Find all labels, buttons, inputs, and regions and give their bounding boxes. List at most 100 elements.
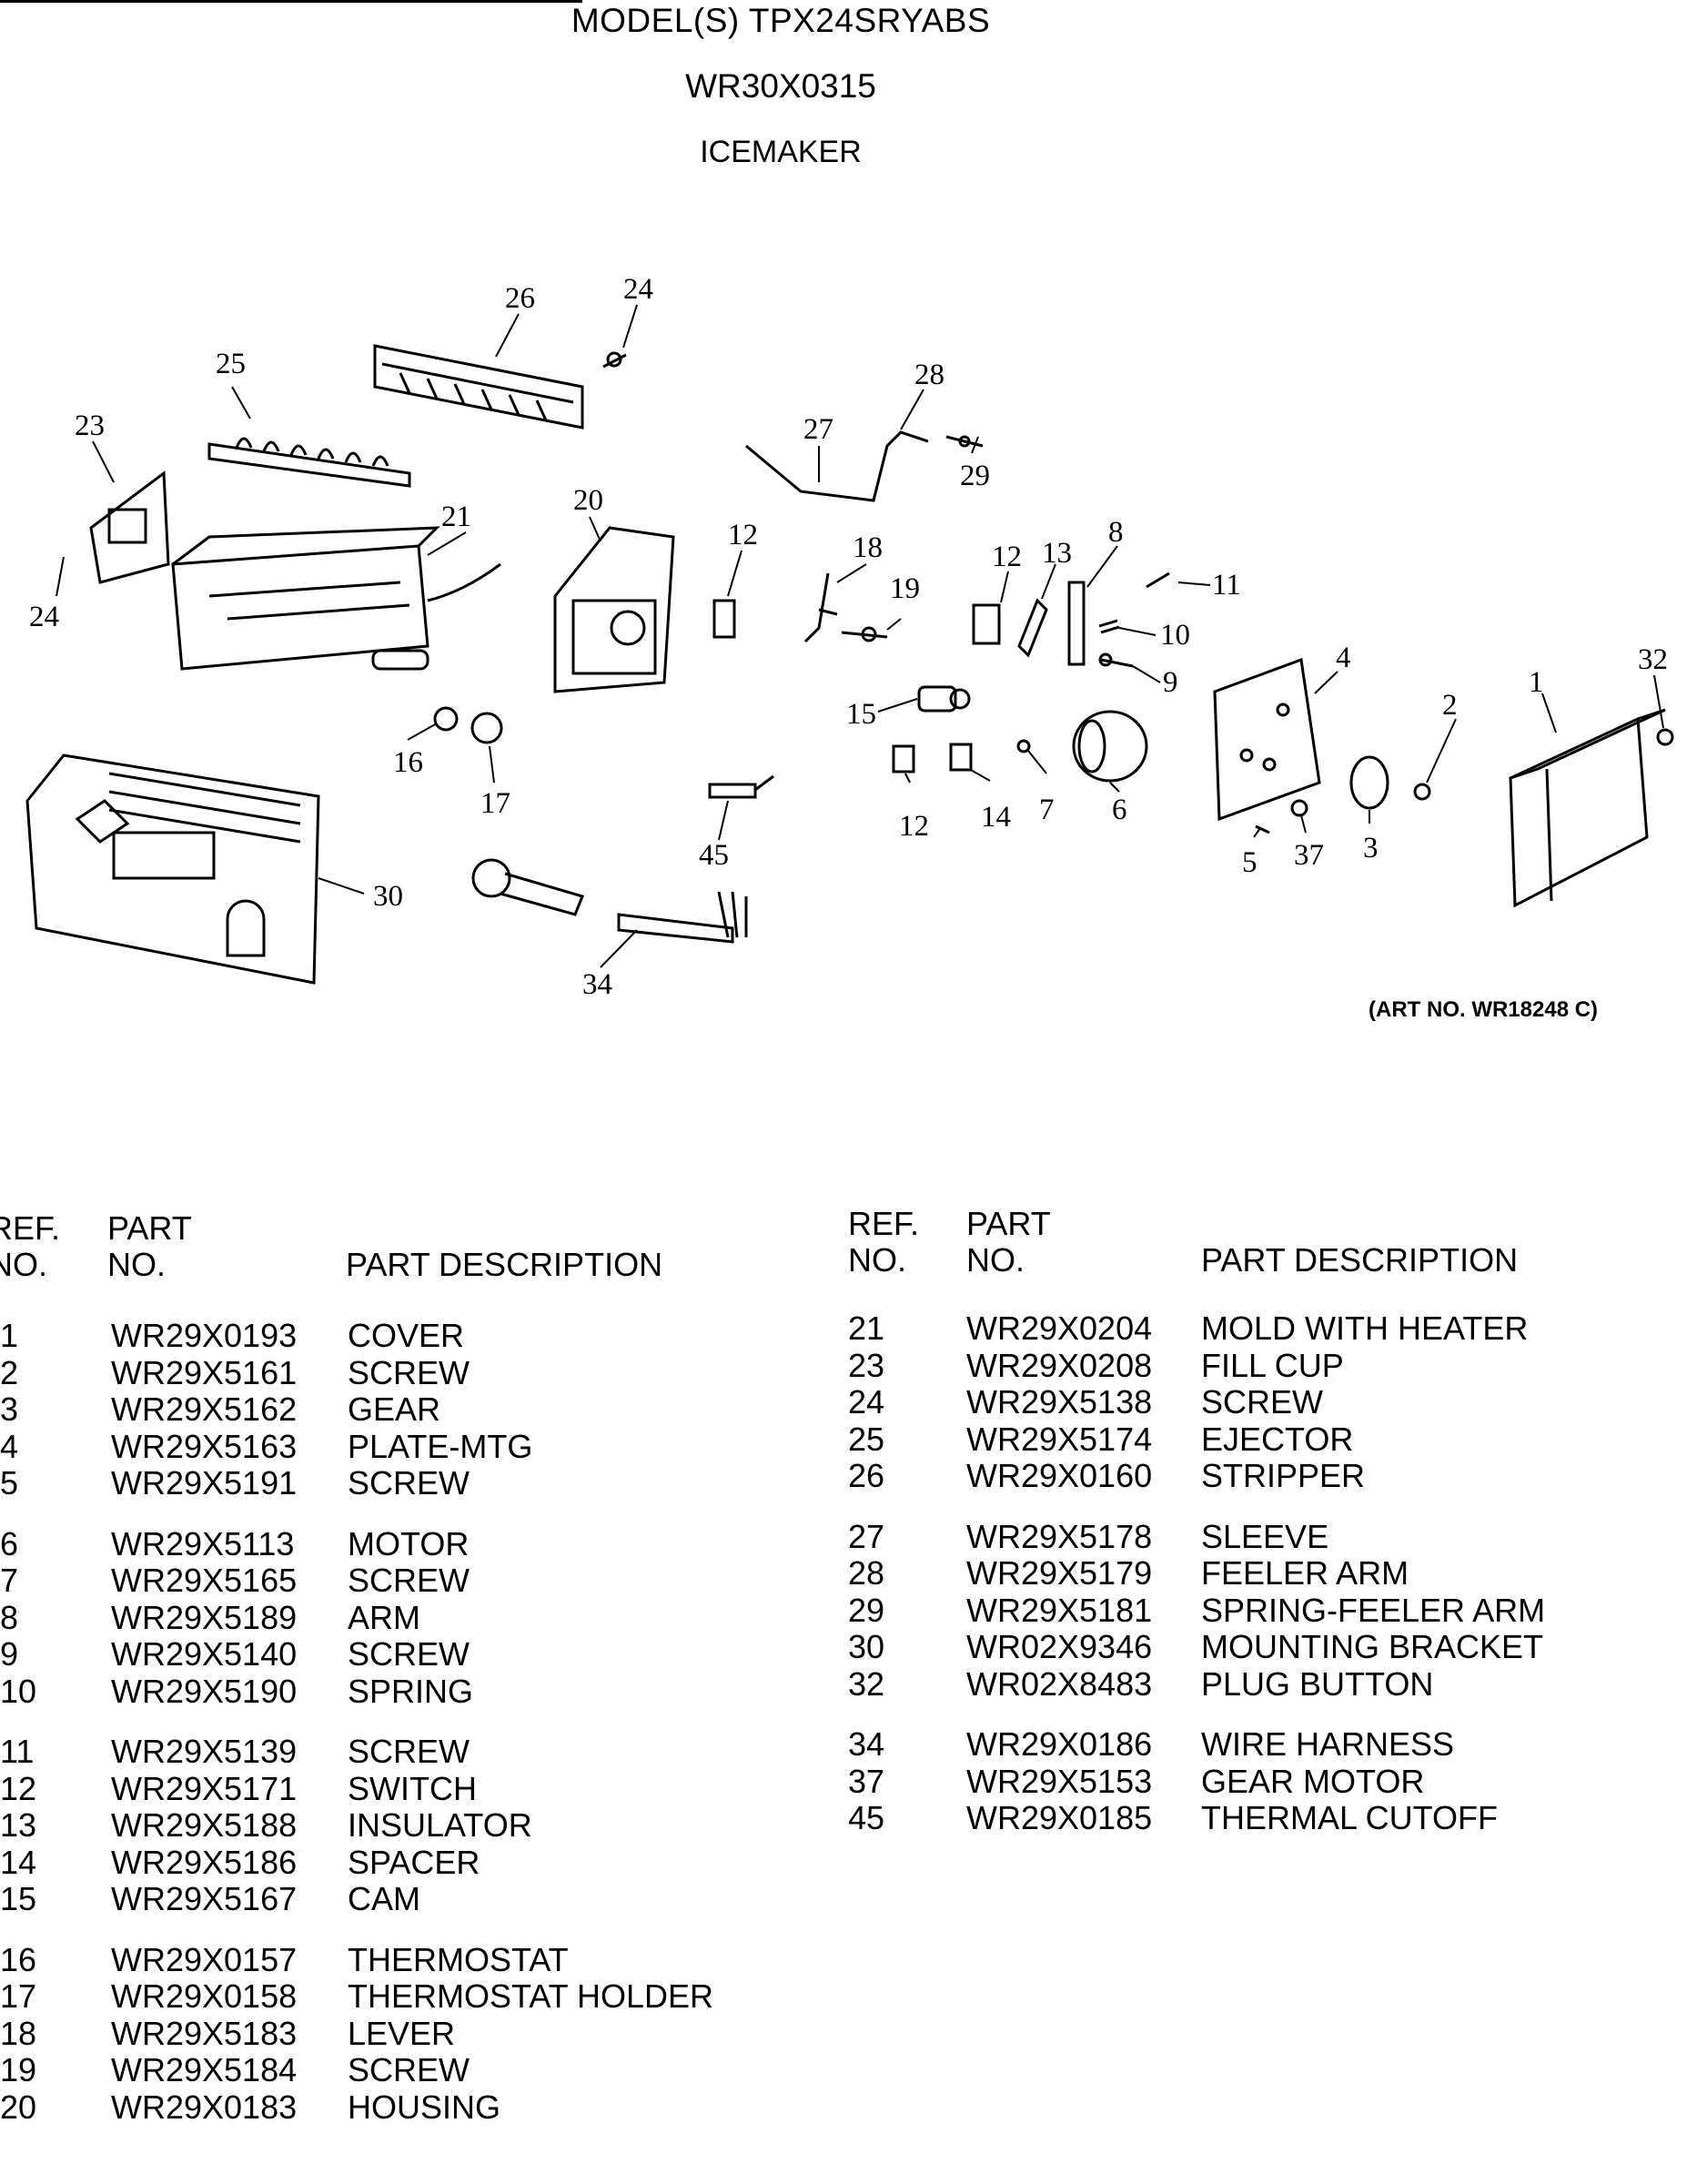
callout-18: 18 [853,531,883,564]
callout-5: 5 [1242,846,1258,879]
part-number-cell: WR29X0208 [966,1346,1153,1384]
callout-7: 7 [1039,794,1055,826]
callout-37: 37 [1294,839,1324,872]
part-number-cell: WR29X0185 [966,1799,1153,1836]
ref-cell: 18 [0,2014,37,2052]
part-insulator [1017,598,1048,658]
description-cell: THERMOSTAT [348,1940,569,1978]
part-number-cell: WR29X0157 [111,1940,298,1978]
callout-14: 14 [981,801,1011,834]
description-cell: GEAR [348,1390,441,1428]
ref-cell: 10 [0,1672,37,1710]
ref-cell: 9 [0,1635,19,1673]
part-number-cell: WR29X5113 [111,1524,295,1562]
callout-12-c: 12 [899,810,929,843]
part-number-cell: WR29X5191 [111,1464,298,1502]
part-number-cell: WR29X5139 [111,1733,298,1770]
part-mounting-bracket [25,753,320,985]
description-cell: EJECTOR [1201,1420,1354,1458]
description-cell: SWITCH [348,1769,477,1807]
exploded-parts-diagram: 26 24 25 28 23 27 29 21 20 12 18 12 13 8… [25,273,1674,1001]
description-cell: INSULATOR [348,1806,532,1844]
callout-17: 17 [480,787,510,820]
callout-19: 19 [890,572,920,605]
part-lever [803,572,838,643]
col-part-label-1: PART [107,1209,192,1247]
part-cam [917,685,971,713]
part-wire-harness [617,891,748,944]
ref-cell: 30 [848,1628,885,1665]
ref-cell: 21 [848,1309,885,1347]
part-number-cell: WR29X0158 [111,1977,298,2015]
ref-cell: 14 [0,1843,37,1881]
ref-cell: 19 [0,2051,37,2088]
col-ref-label-2: NO. [848,1241,907,1279]
part-cover [1509,708,1666,908]
ref-cell: 27 [848,1517,885,1555]
part-number-cell: WR29X5171 [111,1769,298,1807]
ref-cell: 5 [0,1464,19,1502]
part-screw-7 [1016,739,1031,753]
part-number-cell: WR29X5153 [966,1762,1153,1800]
col-desc-label: PART DESCRIPTION [346,1246,663,1283]
part-number-cell: WR29X5184 [111,2051,298,2088]
callout-1: 1 [1529,666,1544,699]
ref-cell: 12 [0,1769,37,1807]
ref-cell: 24 [848,1383,885,1421]
callout-24-left: 24 [29,601,59,633]
part-number-cell: WR29X5188 [111,1806,298,1844]
part-mounting-plate [1213,657,1321,822]
callout-2: 2 [1442,689,1458,722]
part-number-cell: WR29X5140 [111,1635,298,1673]
callout-45: 45 [699,839,729,872]
callout-15: 15 [846,698,876,731]
description-cell: SPACER [348,1843,480,1881]
description-cell: SPRING-FEELER ARM [1201,1591,1546,1629]
col-desc-label: PART DESCRIPTION [1201,1241,1519,1279]
ref-cell: 11 [0,1733,35,1770]
part-number-cell: WR29X5163 [111,1427,298,1465]
description-cell: SCREW [348,2051,470,2088]
callout-4: 4 [1336,642,1351,674]
description-cell: LEVER [348,2014,456,2052]
part-arm [1067,581,1086,666]
section-title: ICEMAKER [700,135,862,169]
col-part-label-1: PART [966,1205,1051,1242]
col-ref-label-1: REF. [0,1209,61,1247]
assembly-part-number: WR30X0315 [685,67,876,105]
description-cell: SCREW [1201,1383,1323,1421]
callout-26: 26 [505,282,535,315]
description-cell: MOTOR [348,1524,470,1562]
callout-12-a: 12 [728,519,758,551]
part-screw-2 [1413,783,1431,801]
part-number-cell: WR29X0193 [111,1317,298,1354]
part-feeler-arm [745,430,984,502]
callout-numbers: 26 24 25 28 23 27 29 21 20 12 18 12 13 8… [29,273,1668,1001]
part-number-cell: WR29X5186 [111,1843,298,1881]
callout-27: 27 [803,413,833,446]
description-cell: SCREW [348,1464,470,1502]
description-cell: SPRING [348,1672,474,1710]
callout-25: 25 [216,348,246,380]
col-part-label-2: NO. [966,1241,1025,1279]
callout-24-top: 24 [623,273,653,306]
callout-3: 3 [1363,832,1379,864]
part-mold-with-heater [171,526,501,671]
part-fill-cup [89,470,170,584]
ref-cell: 29 [848,1591,885,1629]
ref-cell: 37 [848,1762,885,1800]
callout-9: 9 [1163,666,1178,699]
model-heading: MODEL(S) TPX24SRYABS [571,2,991,39]
callout-10: 10 [1160,619,1190,652]
ref-cell: 17 [0,1977,37,2015]
part-number-cell: WR02X9346 [966,1628,1153,1665]
callout-32: 32 [1638,643,1668,676]
part-number-cell: WR29X5189 [111,1598,298,1636]
callout-20: 20 [573,484,603,517]
part-number-cell: WR29X5178 [966,1517,1153,1555]
ref-cell: 34 [848,1725,885,1763]
callout-8: 8 [1108,516,1124,549]
callout-23: 23 [75,410,105,442]
callout-6: 6 [1112,794,1127,826]
part-number-cell: WR29X5165 [111,1562,298,1599]
